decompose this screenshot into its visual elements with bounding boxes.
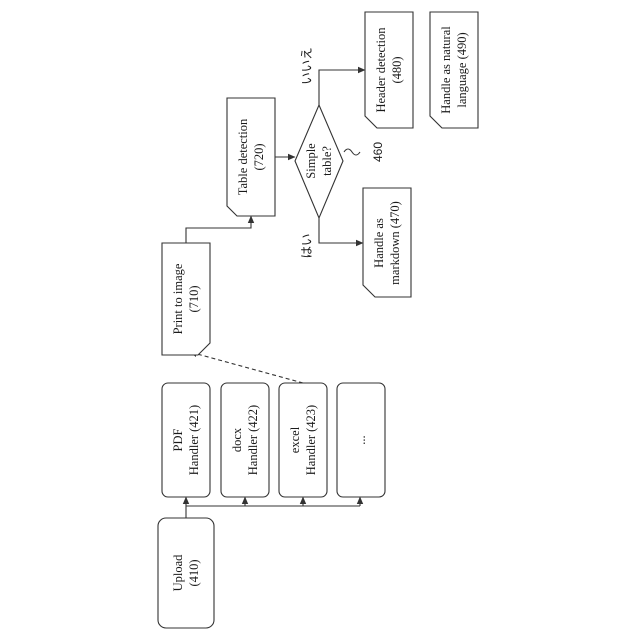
more-handlers-label: ... <box>354 435 368 444</box>
docx-handler-box <box>221 383 269 497</box>
handle-as-natural-language-ref: language (490) <box>455 32 469 107</box>
handle-as-markdown-box <box>363 188 411 297</box>
arrow-decision-to-markdown <box>319 218 363 243</box>
print-to-image-label: Print to image <box>171 263 185 334</box>
table-detection-ref: (720) <box>252 143 266 170</box>
pdf-handler-ref: Handler (421) <box>187 405 201 475</box>
node-more-handlers: ... <box>337 383 385 497</box>
docx-handler-ref: Handler (422) <box>246 405 260 475</box>
simple-table-label-2: table? <box>320 146 334 176</box>
node-handle-as-natural-language: Handle as natural language (490) <box>430 12 478 128</box>
no-label-group: いいえ <box>299 47 314 85</box>
docx-handler-label: docx <box>230 427 244 452</box>
arrow-excel-to-print <box>190 352 303 383</box>
pdf-handler-box <box>162 383 210 497</box>
node-docx-handler: docx Handler (422) <box>221 383 269 497</box>
upload-ref: (410) <box>187 559 201 586</box>
yes-label-group: はい <box>299 233 314 258</box>
print-to-image-ref: (710) <box>187 285 201 312</box>
simple-table-diamond <box>295 105 343 218</box>
node-header-detection: Header detection (480) <box>365 12 413 128</box>
node-pdf-handler: PDF Handler (421) <box>162 383 210 497</box>
header-detection-ref: (480) <box>390 56 404 83</box>
upload-box <box>158 518 214 628</box>
arrow-decision-to-header <box>319 70 365 105</box>
yes-label: はい <box>299 233 314 258</box>
handle-as-natural-language-box <box>430 12 478 128</box>
ref-460-leader <box>344 149 360 155</box>
node-handle-as-markdown: Handle as markdown (470) <box>363 188 411 297</box>
node-excel-handler: excel Handler (423) <box>279 383 327 497</box>
decision-ref-number: 460 <box>371 142 385 162</box>
upload-label: Upload <box>171 554 185 592</box>
header-detection-label: Header detection <box>374 27 388 113</box>
handle-as-markdown-label: Handle as <box>372 218 386 268</box>
excel-handler-box <box>279 383 327 497</box>
node-upload: Upload (410) <box>158 518 214 628</box>
simple-table-label: Simple <box>304 143 318 179</box>
handle-as-markdown-ref: markdown (470) <box>388 201 402 285</box>
arrow-print-to-table <box>186 216 251 243</box>
no-label: いいえ <box>299 47 314 85</box>
header-detection-box <box>365 12 413 128</box>
pdf-handler-label: PDF <box>171 428 185 451</box>
table-detection-label: Table detection <box>236 118 250 195</box>
node-print-to-image: Print to image (710) <box>162 243 210 355</box>
print-to-image-box <box>162 243 210 355</box>
handle-as-natural-language-label: Handle as natural <box>439 26 453 114</box>
excel-handler-label: excel <box>288 426 302 453</box>
excel-handler-ref: Handler (423) <box>304 405 318 475</box>
node-table-detection: Table detection (720) <box>227 98 275 216</box>
table-detection-box <box>227 98 275 216</box>
